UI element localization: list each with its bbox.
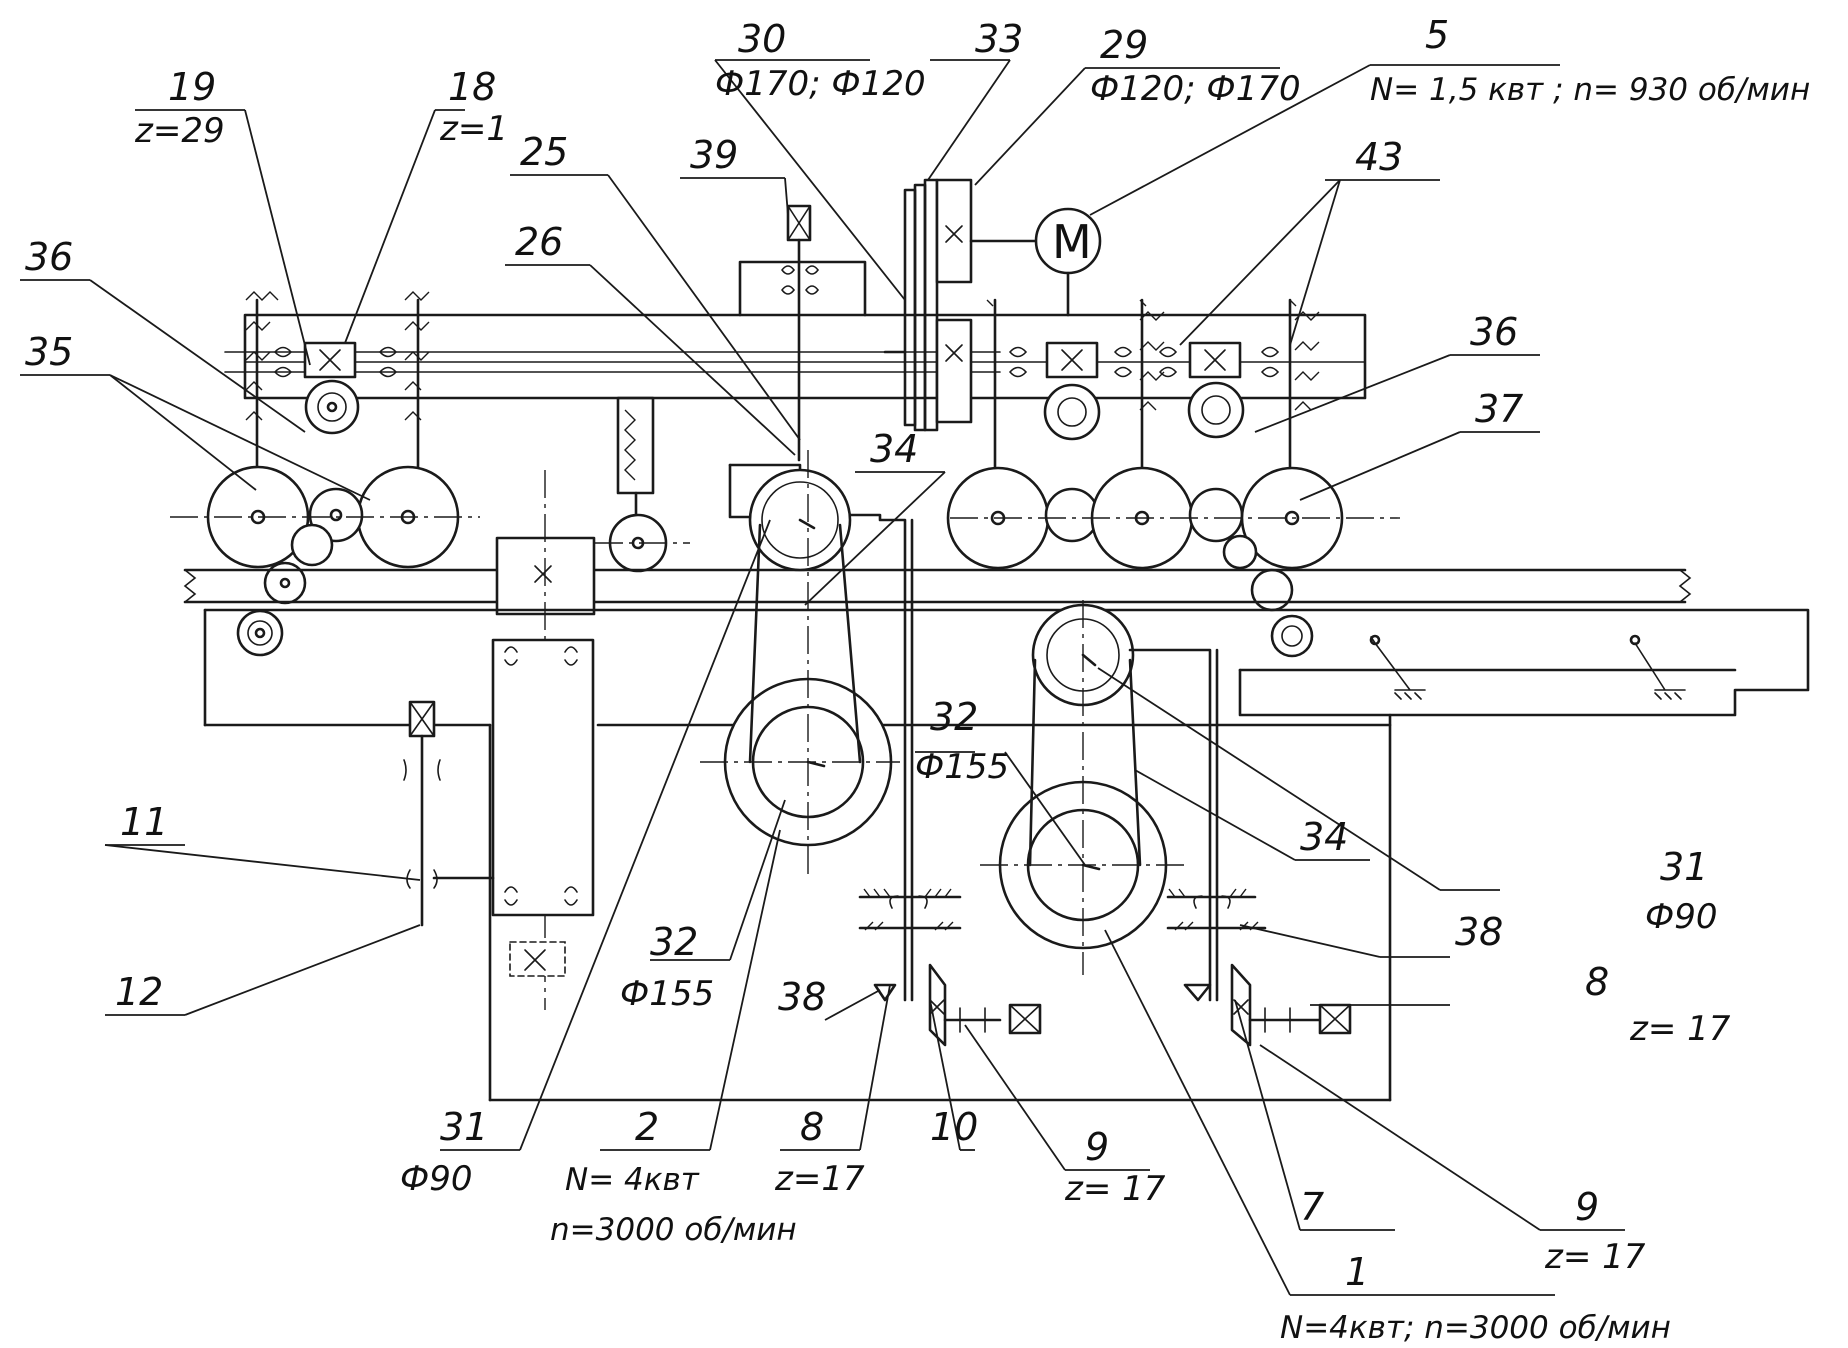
workpiece-board	[183, 536, 1692, 616]
label-36-left: 36	[25, 235, 73, 279]
label-35: 35	[25, 330, 73, 374]
label-7: 7	[1300, 1185, 1324, 1229]
label-18-sub: z=1	[439, 109, 508, 149]
label-12: 12	[115, 970, 163, 1014]
label-29-sub: Ф120; Ф170	[1090, 69, 1301, 109]
label-39: 39	[690, 133, 738, 177]
label-31-right: 31	[1660, 845, 1708, 889]
label-25: 25	[520, 130, 568, 174]
label-9-left: 9	[1085, 1125, 1109, 1169]
left-drive-2	[700, 450, 914, 1002]
label-37: 37	[1475, 387, 1523, 431]
label-32-left: 32	[650, 920, 698, 964]
label-9-right: 9	[1575, 1185, 1599, 1229]
label-2-sub: N= 4квт	[565, 1162, 700, 1198]
label-11: 11	[120, 800, 168, 844]
label-33: 33	[975, 17, 1023, 61]
label-32-left-sub: Ф155	[620, 974, 714, 1014]
lower-right-bevel-gears	[1166, 888, 1352, 1047]
label-19-sub: z=29	[134, 111, 225, 151]
label-30-sub: Ф170; Ф120	[715, 64, 926, 104]
label-9-left-sub: z= 17	[1064, 1169, 1166, 1209]
label-31-right-sub: Ф90	[1645, 897, 1718, 937]
label-26: 26	[515, 220, 563, 264]
bracket-39	[738, 204, 867, 462]
label-31-left-sub: Ф90	[400, 1159, 473, 1199]
vertical-head-11-12	[403, 470, 595, 1010]
label-5: 5	[1425, 13, 1449, 57]
label-1: 1	[1345, 1250, 1369, 1294]
label-1-sub: N=4квт; n=3000 об/мин	[1280, 1310, 1671, 1346]
labels: 30 Ф170; Ф120 33 29 Ф120; Ф170 5 N= 1,5 …	[25, 13, 1810, 1346]
label-9-right-sub: z= 17	[1544, 1237, 1646, 1277]
spring-press-26	[595, 396, 690, 573]
label-8-left: 8	[800, 1105, 824, 1149]
label-2-sub2: n=3000 об/мин	[550, 1212, 797, 1248]
right-feed-group	[946, 298, 1400, 658]
label-43: 43	[1355, 135, 1403, 179]
leader-lines	[20, 59, 1625, 1296]
label-19: 19	[168, 65, 216, 109]
label-18: 18	[448, 65, 496, 109]
label-10: 10	[930, 1105, 978, 1149]
label-30: 30	[738, 17, 786, 61]
label-8-left-sub: z=17	[774, 1159, 865, 1199]
machine-table	[203, 608, 1810, 1102]
right-drive-1	[980, 600, 1219, 1002]
label-8-right: 8	[1585, 960, 1609, 1004]
label-38-right: 38	[1455, 910, 1503, 954]
label-34-right: 34	[1300, 815, 1348, 859]
label-32-right: 32	[930, 695, 978, 739]
motor-symbol: M	[1052, 215, 1092, 269]
lower-left-bevel-gears	[858, 888, 1042, 1047]
label-29: 29	[1100, 23, 1148, 67]
left-feed-group	[170, 291, 480, 657]
label-34-top: 34	[870, 427, 918, 471]
label-8-right-sub: z= 17	[1629, 1009, 1731, 1049]
label-2: 2	[635, 1105, 659, 1149]
label-36-right: 36	[1470, 310, 1518, 354]
label-38-left: 38	[778, 975, 826, 1019]
label-31-left: 31	[440, 1105, 488, 1149]
label-5-sub: N= 1,5 квт ; n= 930 об/мин	[1370, 72, 1810, 108]
motor-5: M	[1034, 207, 1102, 317]
pulley-stack-30	[883, 178, 1037, 432]
label-32-right-sub: Ф155	[915, 747, 1009, 787]
